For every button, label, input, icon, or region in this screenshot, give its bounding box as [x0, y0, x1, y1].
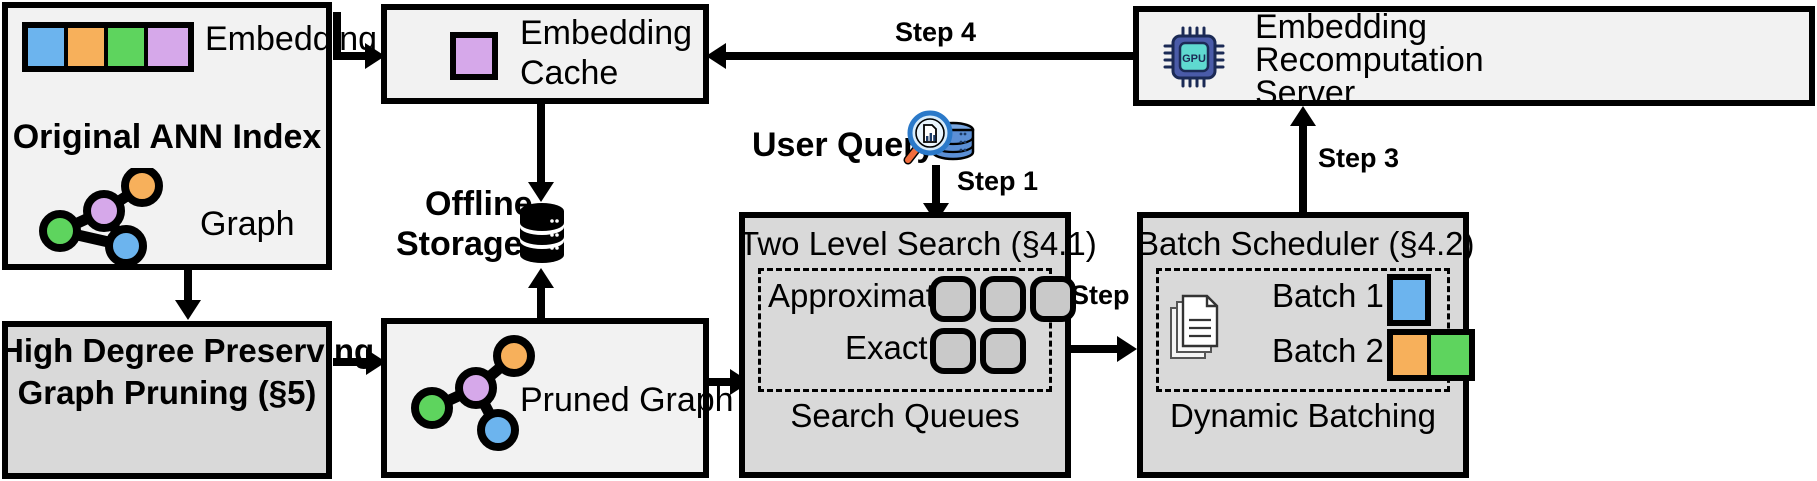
queue-cell[interactable]	[930, 328, 976, 374]
batch-2-swatches	[1387, 329, 1475, 381]
arrowhead-index-to-pruning	[175, 300, 201, 320]
connector-step3	[1299, 124, 1307, 214]
search-database-icon	[903, 106, 975, 170]
step1-label: Step 1	[957, 166, 1039, 196]
connector-index-vert-top	[333, 12, 341, 56]
batch-2-cell-green	[1431, 335, 1469, 375]
connector-prunedgraph-to-storage	[537, 288, 545, 320]
search-queues-footer: Search Queues	[790, 397, 1020, 434]
recomputation-server-line2: Recomputation	[1255, 41, 1484, 79]
embedding-cell-blue	[28, 28, 68, 66]
svg-text:GPU: GPU	[1182, 53, 1206, 65]
arrowhead-step4	[706, 43, 726, 69]
embedding-cache-line1: Embedding	[520, 14, 693, 52]
embedding-cache-line2: Cache	[520, 54, 619, 92]
pruned-graph-label: Pruned Graph	[520, 381, 734, 419]
offline-storage-line2: Storage	[396, 225, 523, 263]
documents-icon	[1167, 292, 1223, 366]
queue-cell[interactable]	[980, 328, 1026, 374]
embedding-vector-swatches	[22, 22, 194, 72]
recomputation-server-box[interactable]	[1133, 6, 1815, 106]
graph-pruning-line2: Graph Pruning (§5)	[17, 374, 317, 411]
queue-cell[interactable]	[980, 276, 1026, 322]
embedding-cell-green	[108, 28, 148, 66]
original-ann-index-graph	[38, 165, 168, 267]
batch-1-swatch-blue	[1387, 274, 1431, 326]
connector-step2	[1071, 345, 1125, 353]
approximate-row-label: Approximate	[768, 277, 954, 314]
database-icon	[518, 202, 566, 264]
graph-pruning-line1: High Degree Preserving	[0, 332, 375, 369]
queue-cell[interactable]	[1030, 276, 1076, 322]
original-ann-index-title: Original ANN Index	[12, 118, 322, 156]
two-level-search-title: Two Level Search (§4.1)	[739, 225, 1097, 262]
approximate-queue-cells[interactable]	[930, 276, 1076, 322]
step3-label: Step 3	[1318, 143, 1400, 173]
connector-step4	[723, 52, 1135, 60]
arrowhead-cache-to-storage	[528, 182, 554, 202]
offline-storage-line1: Offline	[425, 185, 533, 223]
batch-2-label: Batch 2	[1272, 332, 1384, 369]
connector-index-to-pruning	[184, 270, 192, 304]
recomputation-server-line1: Embedding	[1255, 8, 1428, 46]
connector-pruning-to-pruned-graph	[333, 358, 371, 366]
arrowhead-step3	[1290, 106, 1316, 126]
graph-label: Graph	[200, 205, 295, 243]
exact-row-label: Exact	[845, 329, 928, 366]
connector-index-to-cache	[333, 52, 369, 60]
embedding-cache-swatch	[450, 32, 498, 80]
search-queues-dashed-region	[758, 268, 1052, 392]
batch-1-label: Batch 1	[1272, 277, 1384, 314]
step4-label: Step 4	[895, 17, 977, 47]
gpu-chip-icon: GPU	[1163, 26, 1225, 88]
embedding-label: Embedding	[205, 20, 378, 58]
embedding-cell-purple	[148, 28, 188, 66]
queue-cell[interactable]	[930, 276, 976, 322]
dynamic-batching-footer: Dynamic Batching	[1170, 397, 1436, 434]
arrowhead-prunedgraph-to-storage	[528, 268, 554, 288]
pruned-graph-visual	[410, 330, 540, 458]
arrowhead-index-to-cache	[365, 43, 385, 69]
connector-step1	[932, 165, 940, 209]
graph-pruning-box[interactable]	[2, 321, 332, 479]
recomputation-server-line3: Server	[1255, 74, 1356, 112]
connector-prunedgraph-to-search	[709, 378, 737, 386]
exact-queue-cells[interactable]	[930, 328, 1026, 374]
embedding-cell-orange	[68, 28, 108, 66]
batch-2-cell-orange	[1393, 335, 1432, 375]
connector-cache-to-storage	[537, 104, 545, 186]
arrowhead-step2	[1117, 336, 1137, 362]
batch-scheduler-title: Batch Scheduler (§4.2)	[1137, 225, 1475, 262]
